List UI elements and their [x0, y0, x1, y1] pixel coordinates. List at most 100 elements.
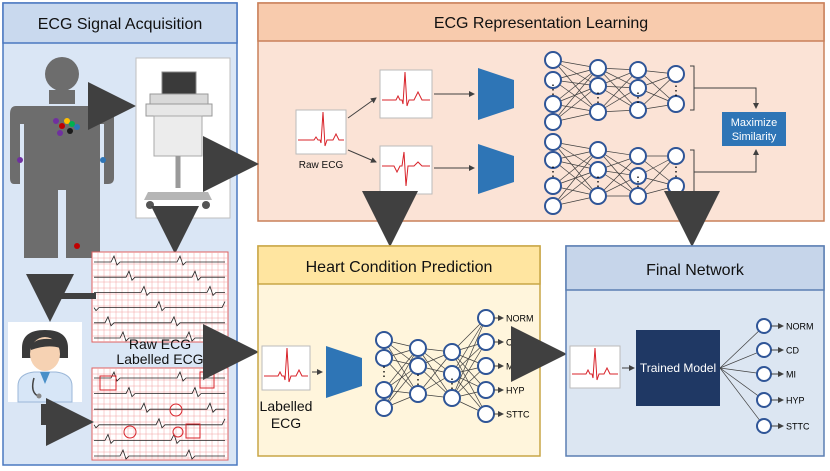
pred-class-cd: CD	[506, 338, 519, 348]
network-node	[629, 61, 647, 79]
network-node	[667, 147, 685, 165]
network-node	[629, 147, 647, 165]
ellipsis-dots: ⋮	[378, 364, 391, 379]
projection-network-bottom: ⋮ ⋮ ⋮ ⋮	[544, 133, 685, 215]
final-panel: Final Network Trained Model NORMCDMIHYPS…	[565, 245, 825, 457]
raw-ecg-paper	[91, 251, 229, 343]
paper-trace	[94, 254, 225, 266]
maximize-line1: Maximize	[731, 117, 777, 129]
representation-title: ECG Representation Learning	[434, 15, 648, 32]
raw-ecg-input-box	[295, 109, 347, 155]
maximize-line2: Similarity	[732, 131, 777, 143]
electrode-markers	[17, 118, 106, 249]
paper-trace	[94, 270, 225, 281]
network-node	[544, 197, 562, 215]
final-title: Final Network	[646, 262, 745, 279]
augmented-view-2-box	[379, 145, 433, 195]
paper-trace	[93, 300, 226, 312]
network-node	[409, 339, 427, 357]
raw-ecg-waveform	[298, 111, 344, 147]
prediction-panel: Heart Condition Prediction Labelled ECG …	[257, 245, 541, 457]
network-node	[544, 51, 562, 69]
encoder-bottom	[478, 144, 514, 194]
network-node	[589, 77, 607, 95]
classifier-network: ⋮ ⋮ ⋮	[375, 309, 495, 423]
pred-class-sttc: STTC	[506, 410, 530, 420]
network-node	[477, 381, 495, 399]
ecg-machine-icon	[135, 57, 231, 219]
ellipsis-dots: ⋮	[592, 174, 605, 189]
network-node	[589, 103, 607, 121]
acquisition-panel: ECG Signal Acquisition	[2, 2, 238, 466]
network-node	[375, 349, 393, 367]
class-label-mi: MI	[786, 370, 796, 380]
doctor-icon	[8, 322, 82, 403]
network-node	[375, 331, 393, 349]
ellipsis-dots: ⋮	[547, 164, 560, 179]
augmented-view-2-waveform	[382, 151, 430, 187]
paper-trace	[94, 402, 225, 413]
ellipsis-dots: ⋮	[670, 83, 683, 98]
bracket-top	[690, 65, 756, 110]
final-ecg-waveform	[572, 347, 618, 381]
labelled-input-line1: Labelled	[260, 398, 313, 414]
encoder-top	[478, 68, 514, 120]
output-node	[756, 318, 772, 334]
trained-model-box	[636, 330, 720, 406]
encoder-prediction	[326, 346, 362, 398]
network-node	[629, 167, 647, 185]
network-node	[589, 59, 607, 77]
labelled-ecg-waveform	[264, 347, 308, 383]
raw-ecg-caption: Raw ECG	[129, 336, 191, 352]
ellipsis-dots: ⋮	[592, 90, 605, 105]
pred-class-mi: MI	[506, 362, 516, 372]
network-node	[477, 357, 495, 375]
network-node	[544, 113, 562, 131]
ellipsis-dots: ⋮	[446, 376, 459, 391]
network-node	[443, 389, 461, 407]
paper-trace	[93, 417, 226, 429]
paper-trace	[94, 433, 225, 445]
class-label-sttc: STTC	[786, 422, 810, 432]
maximize-similarity-box	[722, 112, 786, 146]
network-node	[667, 177, 685, 195]
labelled-ecg-paper	[91, 367, 229, 461]
ellipsis-dots: ⋮	[547, 82, 560, 97]
ellipsis-dots: ⋮	[632, 174, 645, 189]
network-node	[629, 79, 647, 97]
ellipsis-dots: ⋮	[632, 90, 645, 105]
pred-class-hyp: HYP	[506, 386, 525, 396]
network-node	[409, 385, 427, 403]
pred-class-norm: NORM	[506, 314, 534, 324]
paper-trace	[94, 448, 225, 460]
network-node	[375, 399, 393, 417]
output-node	[756, 392, 772, 408]
network-node	[629, 101, 647, 119]
network-node	[589, 141, 607, 159]
network-node	[544, 133, 562, 151]
paper-trace	[94, 285, 225, 297]
network-node	[443, 343, 461, 361]
output-node	[756, 418, 772, 434]
ellipsis-dots: ⋮	[670, 164, 683, 179]
network-node	[375, 381, 393, 399]
representation-panel: ECG Representation Learning Raw ECG ⋮⋮⋮⋮…	[257, 2, 825, 222]
human-body-icon	[10, 57, 114, 258]
output-node	[756, 342, 772, 358]
network-node	[409, 357, 427, 375]
labelled-input-line2: ECG	[271, 415, 301, 431]
network-node	[629, 187, 647, 205]
network-node	[544, 71, 562, 89]
class-label-cd: CD	[786, 346, 799, 356]
class-label-hyp: HYP	[786, 396, 805, 406]
prediction-title: Heart Condition Prediction	[306, 259, 493, 276]
labelled-ecg-caption: Labelled ECG	[116, 351, 203, 367]
network-node	[544, 177, 562, 195]
ellipsis-dots: ⋮	[412, 372, 425, 387]
paper-trace	[94, 386, 225, 398]
raw-ecg-input-label: Raw ECG	[299, 160, 344, 171]
acquisition-title: ECG Signal Acquisition	[38, 16, 203, 33]
network-node	[589, 187, 607, 205]
